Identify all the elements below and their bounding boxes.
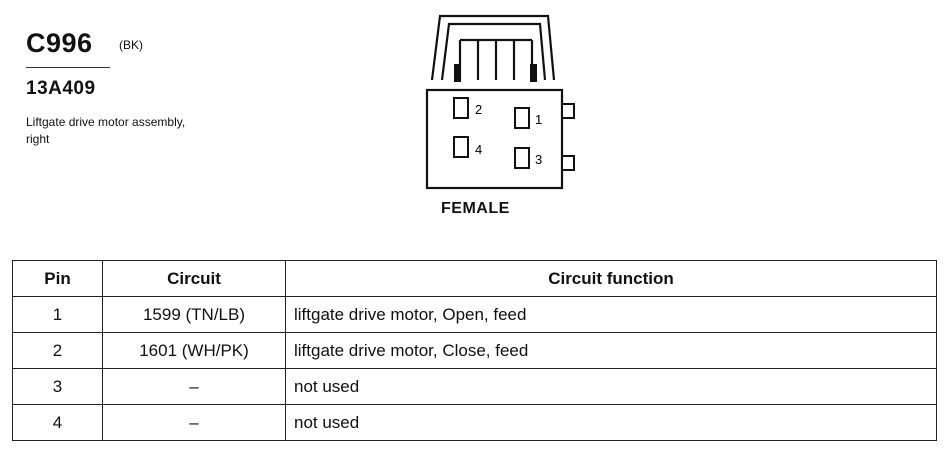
connector-color-code: (BK) <box>119 38 143 52</box>
connector-id: C996 <box>26 28 93 58</box>
header-circuit: Circuit <box>102 260 286 297</box>
table-row: 1 1599 (TN/LB) liftgate drive motor, Ope… <box>12 296 937 333</box>
function-cell: not used <box>285 368 937 405</box>
circuit-cell: – <box>102 368 286 405</box>
pin-label-1: 1 <box>535 112 542 127</box>
circuit-cell: – <box>102 404 286 441</box>
connector-face-diagram: 2 1 4 3 <box>425 14 575 190</box>
view-label: FEMALE <box>441 200 510 217</box>
pin-cavity-1 <box>514 107 530 129</box>
circuit-cell: 1601 (WH/PK) <box>102 332 286 369</box>
table-row: 4 – not used <box>12 404 937 441</box>
function-cell: liftgate drive motor, Open, feed <box>285 296 937 333</box>
table-row: 2 1601 (WH/PK) liftgate drive motor, Clo… <box>12 332 937 369</box>
pin-label-4: 4 <box>475 142 482 157</box>
pin-label-2: 2 <box>475 102 482 117</box>
pin-cell: 1 <box>12 296 103 333</box>
circuit-cell: 1599 (TN/LB) <box>102 296 286 333</box>
connector-latch <box>430 14 556 81</box>
header-function: Circuit function <box>285 260 937 297</box>
pin-cell: 3 <box>12 368 103 405</box>
side-lug-bottom <box>561 155 575 171</box>
pin-cavity-4 <box>453 136 469 158</box>
part-number: 13A409 <box>26 78 96 99</box>
table-header-row: Pin Circuit Circuit function <box>12 260 937 297</box>
connector-body <box>425 88 564 190</box>
table-row: 3 – not used <box>12 368 937 405</box>
connector-header: C996 (BK) 13A409 Liftgate drive motor as… <box>26 28 196 148</box>
pin-cavity-2 <box>453 97 469 119</box>
pin-cavity-3 <box>514 147 530 169</box>
pin-cell: 2 <box>12 332 103 369</box>
pin-label-3: 3 <box>535 152 542 167</box>
pin-cell: 4 <box>12 404 103 441</box>
header-divider <box>26 67 110 68</box>
side-lug-top <box>561 103 575 119</box>
latch-tabs <box>454 64 537 82</box>
function-cell: liftgate drive motor, Close, feed <box>285 332 937 369</box>
connector-description: Liftgate drive motor assembly, right <box>26 115 186 146</box>
header-pin: Pin <box>12 260 103 297</box>
function-cell: not used <box>285 404 937 441</box>
pin-table: Pin Circuit Circuit function 1 1599 (TN/… <box>12 260 937 441</box>
